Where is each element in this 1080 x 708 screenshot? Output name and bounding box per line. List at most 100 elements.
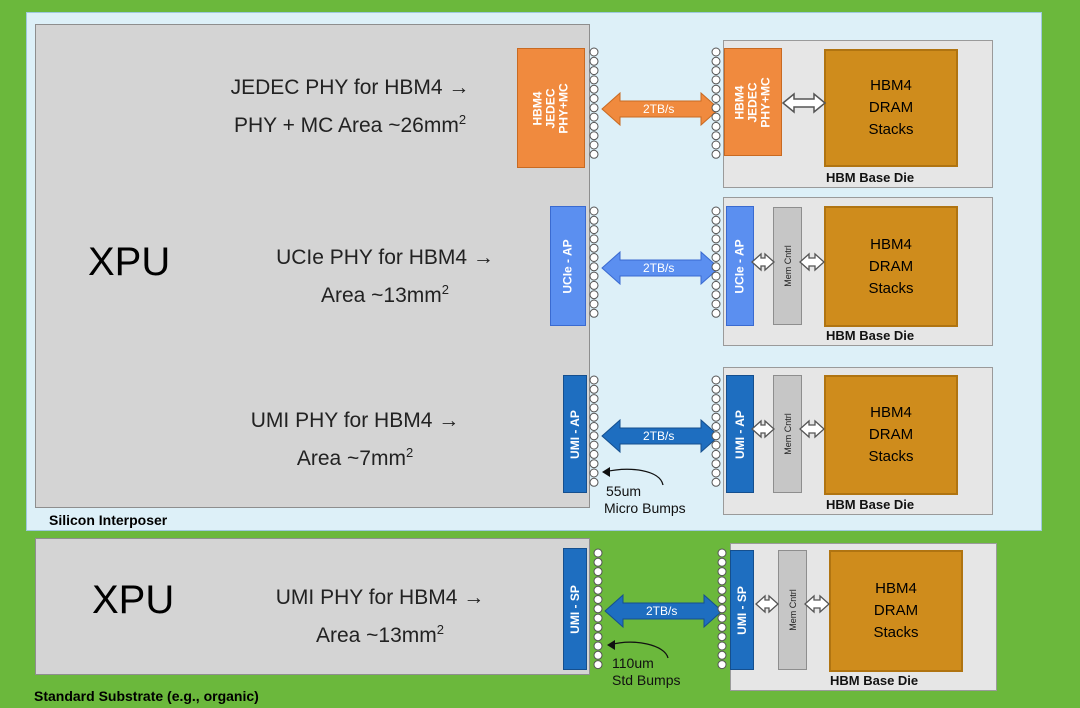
bump-circle bbox=[589, 94, 599, 103]
phy-description-line2: Area ~7mm2 bbox=[296, 445, 414, 470]
bump-circle bbox=[593, 613, 603, 623]
bump-circle bbox=[711, 215, 721, 225]
base-die-label-4: HBM Base Die bbox=[830, 673, 919, 688]
bump-circle bbox=[711, 121, 721, 131]
bump-circle bbox=[711, 308, 721, 318]
bump-circle bbox=[717, 585, 727, 595]
bump-circle bbox=[589, 477, 599, 487]
bump-circle bbox=[593, 650, 603, 660]
bump-circle bbox=[711, 412, 721, 422]
phy-description-ucie: UCIe PHY for HBM4 → Area ~13mm2 bbox=[235, 242, 535, 312]
mem-controller-3: Mem Cntrl bbox=[773, 375, 802, 493]
bump-columns bbox=[589, 47, 727, 670]
bump-circle bbox=[589, 140, 599, 150]
xpu-phy-block-umi-sp: UMI - SP bbox=[563, 548, 587, 670]
bump-pointer-micro bbox=[603, 468, 664, 486]
hbm-phy-block-umi-ap: UMI - AP bbox=[726, 375, 754, 493]
bump-circle bbox=[589, 75, 599, 85]
internal-arrow-3b bbox=[799, 419, 825, 439]
bump-circle bbox=[589, 403, 599, 413]
bump-circle bbox=[589, 271, 599, 281]
bump-circle bbox=[711, 225, 721, 235]
micro-bump-note: 55um Micro Bumps bbox=[604, 483, 686, 517]
bump-circle bbox=[717, 595, 727, 604]
bump-circle bbox=[589, 440, 599, 450]
bump-pointer-micro-head bbox=[602, 467, 610, 477]
bump-circle bbox=[589, 66, 599, 76]
bump-circle bbox=[589, 431, 599, 441]
bandwidth-label-umi-sp: 2TB/s bbox=[646, 604, 678, 618]
micro-bump-size: 55um bbox=[606, 483, 642, 499]
std-bump-type: Std Bumps bbox=[612, 672, 681, 688]
phy-description-line1: UMI PHY for HBM4 → bbox=[275, 586, 485, 609]
bump-circle bbox=[589, 412, 599, 422]
base-die-label-2: HBM Base Die bbox=[826, 328, 915, 343]
bump-circle bbox=[593, 585, 603, 595]
bump-circle bbox=[717, 548, 727, 558]
bump-circle bbox=[711, 403, 721, 413]
bump-circle bbox=[711, 47, 721, 57]
bump-circle bbox=[593, 641, 603, 651]
base-die-label-3: HBM Base Die bbox=[826, 497, 915, 512]
bump-circle bbox=[711, 262, 721, 272]
phy-description-line1: UCIe PHY for HBM4 → bbox=[276, 246, 494, 269]
bump-circle bbox=[589, 131, 599, 141]
bump-circle bbox=[589, 449, 599, 459]
phy-description-line2: PHY + MC Area ~26mm2 bbox=[233, 112, 467, 137]
internal-arrow-4a bbox=[755, 594, 779, 614]
bump-circle bbox=[589, 206, 599, 216]
base-die-label-1: HBM Base Die bbox=[826, 170, 915, 185]
bump-circle bbox=[717, 660, 727, 670]
phy-description-jedec: JEDEC PHY for HBM4 → PHY + MC Area ~26mm… bbox=[200, 72, 500, 142]
hbm-phy-block-jedec: HBM4 JEDEC PHY+MC bbox=[724, 48, 782, 156]
bump-circle bbox=[711, 66, 721, 76]
bump-circle bbox=[711, 149, 721, 159]
bump-circle bbox=[589, 112, 599, 122]
bump-circle bbox=[711, 56, 721, 66]
internal-arrow-3a bbox=[751, 419, 775, 439]
bump-circle bbox=[589, 47, 599, 57]
bandwidth-label-umi-ap: 2TB/s bbox=[643, 429, 675, 443]
bump-circle bbox=[717, 557, 727, 567]
hbm-phy-block-ucie: UCIe - AP bbox=[726, 206, 754, 326]
bump-circle bbox=[711, 243, 721, 253]
bump-circle bbox=[589, 215, 599, 225]
mem-controller-2: Mem Cntrl bbox=[773, 207, 802, 325]
bump-circle bbox=[711, 280, 721, 290]
bump-circle bbox=[589, 121, 599, 131]
bump-circle bbox=[711, 131, 721, 141]
bandwidth-label-ucie: 2TB/s bbox=[643, 261, 675, 275]
bump-circle bbox=[589, 384, 599, 394]
internal-arrow-2b bbox=[799, 252, 825, 272]
bump-circle bbox=[711, 299, 721, 309]
bump-pointer-std bbox=[608, 641, 669, 659]
bump-circle bbox=[711, 384, 721, 394]
hbm-phy-block-umi-sp: UMI - SP bbox=[730, 550, 754, 670]
bump-circle bbox=[589, 149, 599, 159]
bump-circle bbox=[717, 632, 727, 642]
phy-description-line1: JEDEC PHY for HBM4 → bbox=[230, 76, 470, 99]
phy-description-line2: Area ~13mm2 bbox=[315, 622, 445, 647]
bump-circle bbox=[593, 660, 603, 670]
bump-circle bbox=[593, 595, 603, 604]
phy-description-umi-sp: UMI PHY for HBM4 → Area ~13mm2 bbox=[230, 582, 530, 652]
bump-circle bbox=[593, 604, 603, 614]
bump-circle bbox=[711, 140, 721, 150]
bump-circle bbox=[589, 280, 599, 290]
bump-circle bbox=[711, 234, 721, 244]
bandwidth-label-jedec: 2TB/s bbox=[643, 102, 675, 116]
bump-circle bbox=[589, 422, 599, 431]
std-bump-note: 110um Std Bumps bbox=[612, 655, 680, 689]
bump-circle bbox=[711, 477, 721, 487]
bump-circle bbox=[711, 459, 721, 469]
xpu-title-top: XPU bbox=[88, 240, 171, 284]
bump-circle bbox=[589, 253, 599, 262]
bump-circle bbox=[711, 271, 721, 281]
xpu-die-top bbox=[35, 24, 590, 508]
xpu-die-bottom bbox=[35, 538, 590, 675]
bump-circle bbox=[589, 103, 599, 113]
bump-circle bbox=[589, 299, 599, 309]
